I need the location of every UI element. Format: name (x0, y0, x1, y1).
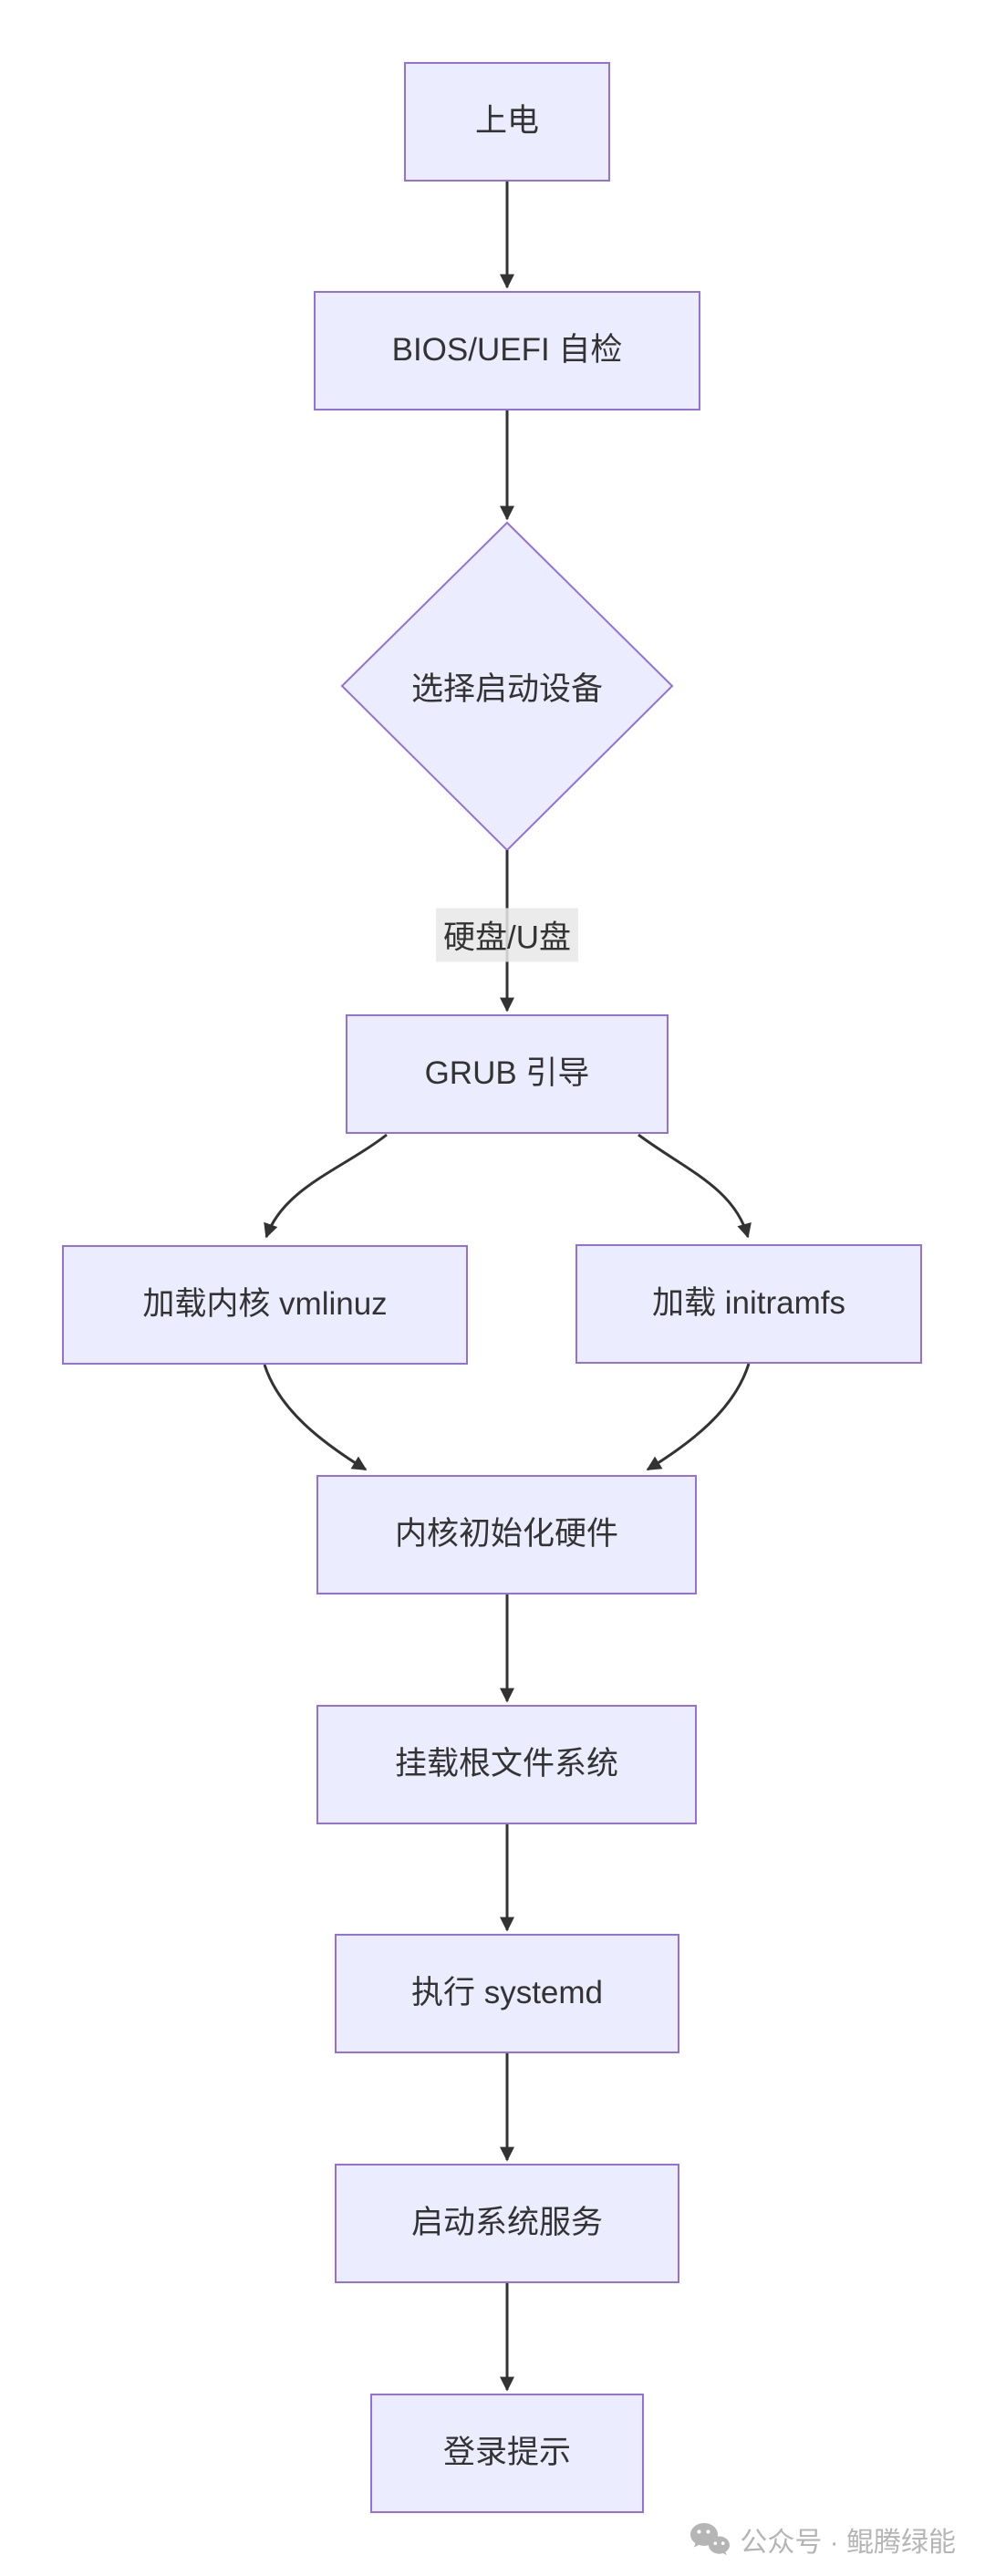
edge-label-boot-device: 硬盘/U盘 (435, 908, 579, 962)
node-kernel-init-hw: 内核初始化硬件 (316, 1475, 697, 1594)
node-login-prompt: 登录提示 (370, 2394, 644, 2513)
node-load-kernel: 加载内核 vmlinuz (62, 1245, 468, 1365)
edge-grub-to-vmlinuz (264, 1133, 388, 1239)
node-bios-uefi-post: BIOS/UEFI 自检 (314, 291, 700, 410)
node-power-on: 上电 (404, 62, 610, 182)
watermark: 公众号 · 鲲腾绿能 (689, 2519, 956, 2560)
node-run-systemd: 执行 systemd (335, 1934, 679, 2053)
node-select-boot-device: 选择启动设备 (410, 670, 603, 707)
watermark-text: 公众号 · 鲲腾绿能 (740, 2528, 956, 2558)
node-grub-boot: GRUB 引导 (346, 1014, 669, 1134)
node-load-initramfs: 加载 initramfs (575, 1244, 922, 1364)
wechat-icon (689, 2521, 731, 2558)
edge-initramfs-to-kernelinit (646, 1363, 751, 1471)
edge-vmlinuz-to-kernelinit (263, 1364, 368, 1471)
node-start-services: 启动系统服务 (335, 2164, 679, 2283)
edge-grub-to-initramfs (638, 1133, 752, 1239)
node-mount-rootfs: 挂载根文件系统 (316, 1705, 697, 1824)
